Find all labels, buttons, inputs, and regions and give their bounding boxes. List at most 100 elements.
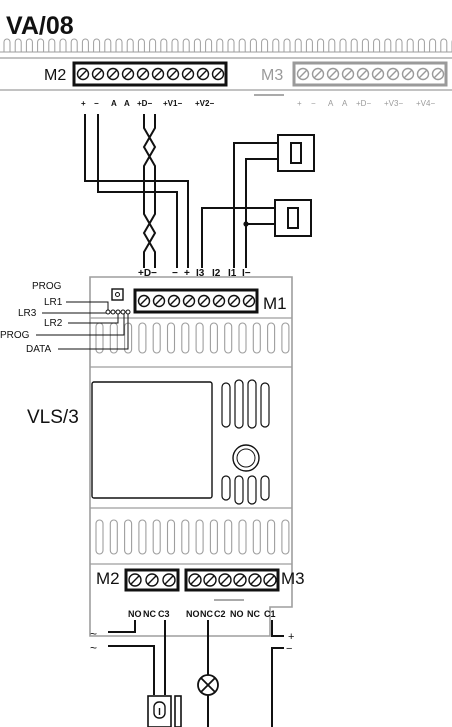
push-button-icon (277, 134, 315, 172)
fin (193, 38, 201, 52)
fin (93, 38, 101, 52)
fin (138, 519, 147, 555)
vls3-fins-bottom (95, 519, 290, 555)
terminal-screw-slot (123, 69, 133, 79)
input-wiring (201, 142, 278, 268)
fin (195, 519, 204, 555)
va08-m3-term-plus: + (297, 99, 302, 108)
fin (209, 519, 218, 555)
fin (205, 38, 213, 52)
terminal-screw-slot (220, 575, 230, 585)
fin (261, 38, 269, 52)
fin (126, 38, 134, 52)
m2-term-c3: C3 (158, 609, 170, 619)
fin (384, 38, 392, 52)
fin (59, 38, 67, 52)
vls3-front-slots (221, 379, 270, 505)
fin (317, 38, 325, 52)
wire-i1 (233, 142, 278, 268)
fin (14, 38, 22, 52)
push-button-icon (274, 199, 312, 237)
terminal-screw-slot (388, 69, 398, 79)
wire-c1-plus (271, 620, 284, 637)
va08-fins (0, 38, 452, 53)
terminal-screw-slot (168, 69, 178, 79)
terminal-screw-slot (265, 575, 275, 585)
fin (166, 519, 176, 555)
va08-m2-screws (76, 67, 225, 81)
fin (238, 322, 247, 354)
fin (294, 38, 302, 52)
door-lock-icon (147, 695, 182, 727)
junction-dot (243, 221, 249, 227)
lr2-label: LR2 (44, 318, 63, 329)
fin (149, 38, 157, 52)
fin (124, 519, 133, 555)
terminal-screw-slot (229, 296, 239, 306)
vls3-m3-screws (188, 573, 277, 587)
m1-term-minus: − (172, 268, 178, 279)
fin (267, 322, 276, 354)
terminal-screw-slot (153, 69, 163, 79)
led-row (105, 309, 131, 315)
fin (181, 322, 190, 354)
fin (48, 38, 56, 52)
lr3-label: LR3 (18, 308, 37, 319)
m1-term-i-minus: I− (242, 268, 251, 279)
va08-m2-label: M2 (44, 67, 66, 84)
va08-m3-screws (296, 67, 445, 81)
terminal-screw-slot (433, 69, 443, 79)
lamp-icon (197, 674, 219, 696)
wire-i-common-a (245, 158, 278, 268)
terminal-screw-slot (139, 296, 149, 306)
terminal-screw-slot (78, 69, 88, 79)
fin (182, 38, 190, 52)
fin (109, 519, 118, 555)
terminal-screw-slot (147, 575, 157, 585)
fin (238, 519, 247, 555)
wire-minus (97, 114, 178, 268)
terminal-screw-slot (138, 69, 148, 79)
va08-m3-term-a1: A (328, 99, 334, 108)
fin (224, 322, 233, 354)
terminal-screw-slot (298, 69, 308, 79)
fin (305, 38, 313, 52)
ac-symbol-b: ~ (90, 641, 97, 655)
m1-term-i2: I2 (212, 268, 221, 279)
vls3-outline (89, 276, 293, 637)
fin (224, 519, 233, 555)
vls3-title: VLS/3 (27, 407, 79, 428)
terminal-screw-slot (250, 575, 260, 585)
fin (238, 38, 246, 52)
fin (440, 38, 448, 52)
m3-term-c2: C2 (214, 609, 226, 619)
m1-label: M1 (263, 294, 287, 313)
va08-m3-term-minus: − (311, 99, 316, 108)
terminal-screw-slot (108, 69, 118, 79)
vls3-device: M1 M2 M3 (89, 276, 305, 637)
va08-m3-term-a2: A (342, 99, 348, 108)
fin (417, 38, 425, 52)
fin (406, 38, 414, 52)
m1-terminal-block (133, 288, 259, 314)
va08-m3-term-v3: +V3− (384, 99, 403, 108)
terminal-screw-slot (343, 69, 353, 79)
va08-title: VA/08 (6, 12, 74, 40)
fin (25, 38, 33, 52)
terminal-screw-slot (93, 69, 103, 79)
fin (328, 38, 336, 52)
terminal-screw-slot (205, 575, 215, 585)
fin (160, 38, 168, 52)
terminal-screw-slot (373, 69, 383, 79)
m3-term-no2: NO (186, 609, 200, 619)
m1-term-d: +D− (138, 268, 157, 279)
fin (373, 38, 381, 52)
terminal-screw-slot (130, 575, 140, 585)
wire-ac-no (108, 620, 136, 633)
va08-m3-term-d: +D− (356, 99, 371, 108)
m1-term-i3: I3 (196, 268, 205, 279)
va08-device: VA/08 M2 M3 + − A A +D− +V1− +V2− + − A … (0, 12, 452, 108)
terminal-screw-slot (214, 296, 224, 306)
terminal-screw-slot (164, 575, 174, 585)
